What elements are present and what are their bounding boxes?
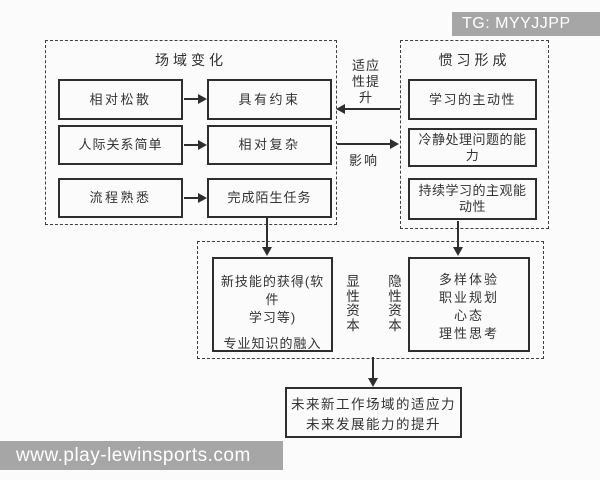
arrow-capital-to-outcome-head-icon bbox=[368, 378, 378, 387]
arrow-adaptability-line bbox=[344, 108, 400, 110]
habitus-box-1: 学习的主动性 bbox=[408, 79, 537, 120]
influence-label: 影响 bbox=[348, 153, 379, 168]
implicit-capital-line-3: 心态 bbox=[453, 308, 484, 323]
capital-panel bbox=[197, 241, 544, 359]
site-watermark: www.play-lewinsports.com bbox=[0, 441, 283, 470]
outcome-line-2: 未来发展能力的提升 bbox=[306, 417, 441, 432]
implicit-capital-label: 隐性资本 bbox=[388, 274, 402, 333]
tg-watermark: TG: MYYJJPP bbox=[452, 12, 600, 36]
explicit-capital-line-1: 新技能的获得(软件 bbox=[220, 274, 325, 307]
arrow-influence-head-icon bbox=[390, 139, 399, 149]
implicit-capital-line-4: 理性思考 bbox=[438, 326, 499, 341]
explicit-capital-box: 新技能的获得(软件 学习等) 专业知识的融入 bbox=[212, 257, 333, 352]
field-new-box-3: 完成陌生任务 bbox=[207, 178, 332, 218]
habitus-box-3: 持续学习的主观能动性 bbox=[408, 178, 537, 220]
arrow-adaptability-head-icon bbox=[336, 104, 345, 114]
arrow-row1-head-icon bbox=[198, 94, 207, 104]
habitus-panel: 惯习形成 bbox=[400, 40, 549, 229]
explicit-capital-line-3: 专业知识的融入 bbox=[223, 336, 322, 351]
arrow-field-to-capital-line bbox=[266, 218, 268, 249]
arrow-row3-line bbox=[184, 197, 200, 199]
field-change-title: 场域变化 bbox=[155, 52, 227, 68]
implicit-capital-line-2: 职业规划 bbox=[438, 290, 499, 305]
arrow-row2-head-icon bbox=[198, 140, 207, 150]
field-change-panel: 场域变化 bbox=[45, 40, 337, 225]
habitus-box-2: 冷静处理问题的能力 bbox=[408, 128, 537, 167]
field-old-box-3: 流程熟悉 bbox=[58, 178, 183, 218]
adaptability-improvement-label: 适应性提升 bbox=[351, 58, 380, 105]
outcome-line-1: 未来新工作场域的适应力 bbox=[291, 397, 456, 412]
arrow-row1-line bbox=[184, 98, 200, 100]
arrow-habitus-to-capital-head-icon bbox=[453, 247, 463, 256]
outcome-box: 未来新工作场域的适应力 未来发展能力的提升 bbox=[285, 387, 462, 438]
arrow-row2-line bbox=[184, 144, 200, 146]
field-old-box-1: 相对松散 bbox=[58, 79, 183, 120]
arrow-field-to-capital-head-icon bbox=[262, 247, 272, 256]
arrow-influence-line bbox=[337, 143, 392, 145]
arrow-habitus-to-capital-line bbox=[457, 221, 459, 249]
field-new-box-2: 相对复杂 bbox=[207, 125, 332, 165]
habitus-title: 惯习形成 bbox=[438, 52, 511, 68]
implicit-capital-box: 多样体验 职业规划 心态 理性思考 bbox=[408, 257, 530, 352]
field-new-box-1: 具有约束 bbox=[207, 79, 332, 120]
arrow-row3-head-icon bbox=[198, 193, 207, 203]
explicit-capital-label: 显性资本 bbox=[346, 274, 360, 333]
explicit-capital-line-2: 学习等) bbox=[248, 310, 297, 325]
field-old-box-2: 人际关系简单 bbox=[58, 125, 183, 165]
arrow-capital-to-outcome-line bbox=[372, 357, 374, 380]
implicit-capital-line-1: 多样体验 bbox=[438, 272, 499, 287]
